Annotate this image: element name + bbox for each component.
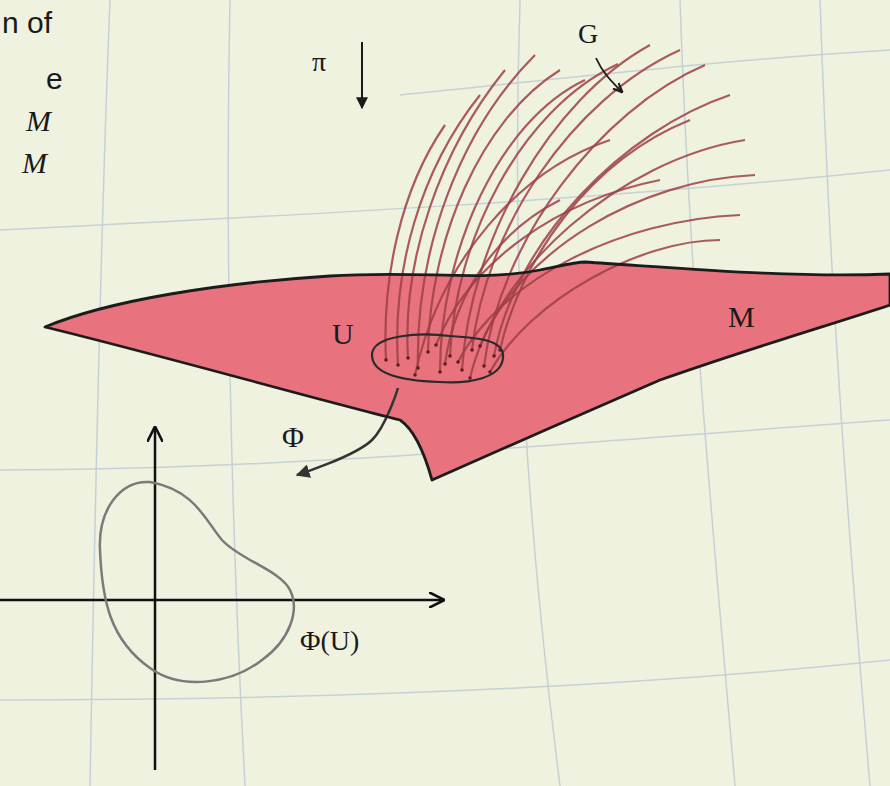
manifold-region: UM <box>40 255 890 485</box>
chart-image-region: Φ(U) <box>90 475 305 685</box>
projection-arrow <box>361 42 363 108</box>
fiber-pointer <box>596 58 622 92</box>
chart-image-region-border <box>100 482 294 682</box>
cut-off-text: n of <box>2 6 52 41</box>
fiber-curves <box>385 45 755 378</box>
horizontal-axis <box>0 599 443 602</box>
manifold-region-outline <box>40 255 890 485</box>
open-set-region: U <box>368 330 508 388</box>
manifold-region-border <box>45 262 890 480</box>
manifold-label: M <box>728 300 755 335</box>
map-label: Φ <box>280 420 306 455</box>
cut-off-text: e <box>46 62 63 97</box>
projection-label: π <box>312 46 326 78</box>
manifold-fill <box>45 262 890 480</box>
math-symbol: M <box>22 146 47 181</box>
fiber-group-label: G <box>578 18 598 50</box>
open-set-label: U <box>332 317 354 352</box>
chart-image-region-outline <box>90 475 305 685</box>
open-set-region-outline <box>368 330 508 388</box>
fiber-base-points <box>384 343 502 380</box>
map-arrow <box>297 388 398 475</box>
math-symbol: M <box>26 104 51 139</box>
open-set-region-border <box>372 334 503 382</box>
chart-image-label: Φ(U) <box>300 625 359 657</box>
